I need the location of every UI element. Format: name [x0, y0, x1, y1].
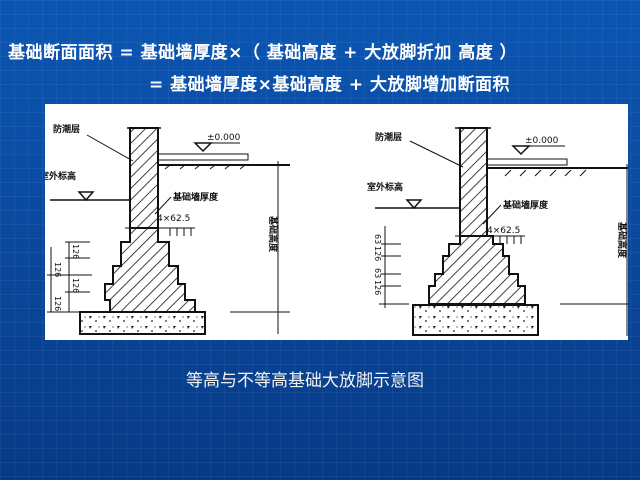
wall-thickness-label: 基础墙厚度 [502, 199, 549, 211]
damp-layer-label: 防潮层 [375, 131, 402, 143]
step-height-2: 126 [373, 246, 382, 261]
step-height-2: 126 [53, 262, 62, 277]
step-dim-label: 4×62.5 [157, 214, 190, 224]
figure-caption: 等高与不等高基础大放脚示意图 [186, 371, 424, 391]
step-height-1: 63 [373, 234, 382, 244]
formula-line-2: = 基础墙厚度×基础高度 + 大放脚增加断面积 [149, 75, 510, 95]
wall-thickness-label: 基础墙厚度 [172, 191, 219, 203]
step-height-4: 126 [373, 280, 382, 295]
damp-layer-label: 防潮层 [53, 123, 80, 135]
foundation-height-label: 基础高度 [267, 215, 279, 253]
step-height-3: 126 [71, 278, 80, 293]
step-dim-label: 4×62.5 [487, 226, 520, 236]
elevation-label: ±0.000 [525, 136, 559, 146]
step-height-1: 126 [71, 244, 80, 259]
outdoor-level-label: 室外标高 [367, 181, 403, 193]
equal-step-diagram: ±0.000 防潮层 室外标高 基础墙厚度 4×62.5 基础高度 126 12… [40, 123, 290, 335]
step-height-4: 126 [53, 296, 62, 311]
step-height-3: 63 [373, 268, 382, 278]
formula-line-1: 基础断面面积 = 基础墙厚度×（ 基础高度 + 大放脚折加 高度 ） [8, 43, 518, 63]
foundation-height-label: 基础高度 [616, 221, 628, 259]
elevation-label: ±0.000 [207, 133, 241, 143]
outdoor-level-label: 室外标高 [45, 170, 76, 182]
unequal-step-diagram: ±0.000 防潮层 室外标高 基础墙厚度 4×62.5 基础高度 63 126… [367, 127, 635, 336]
diagram-panel: ±0.000 防潮层 室外标高 基础墙厚度 4×62.5 基础高度 126 12… [40, 104, 635, 340]
